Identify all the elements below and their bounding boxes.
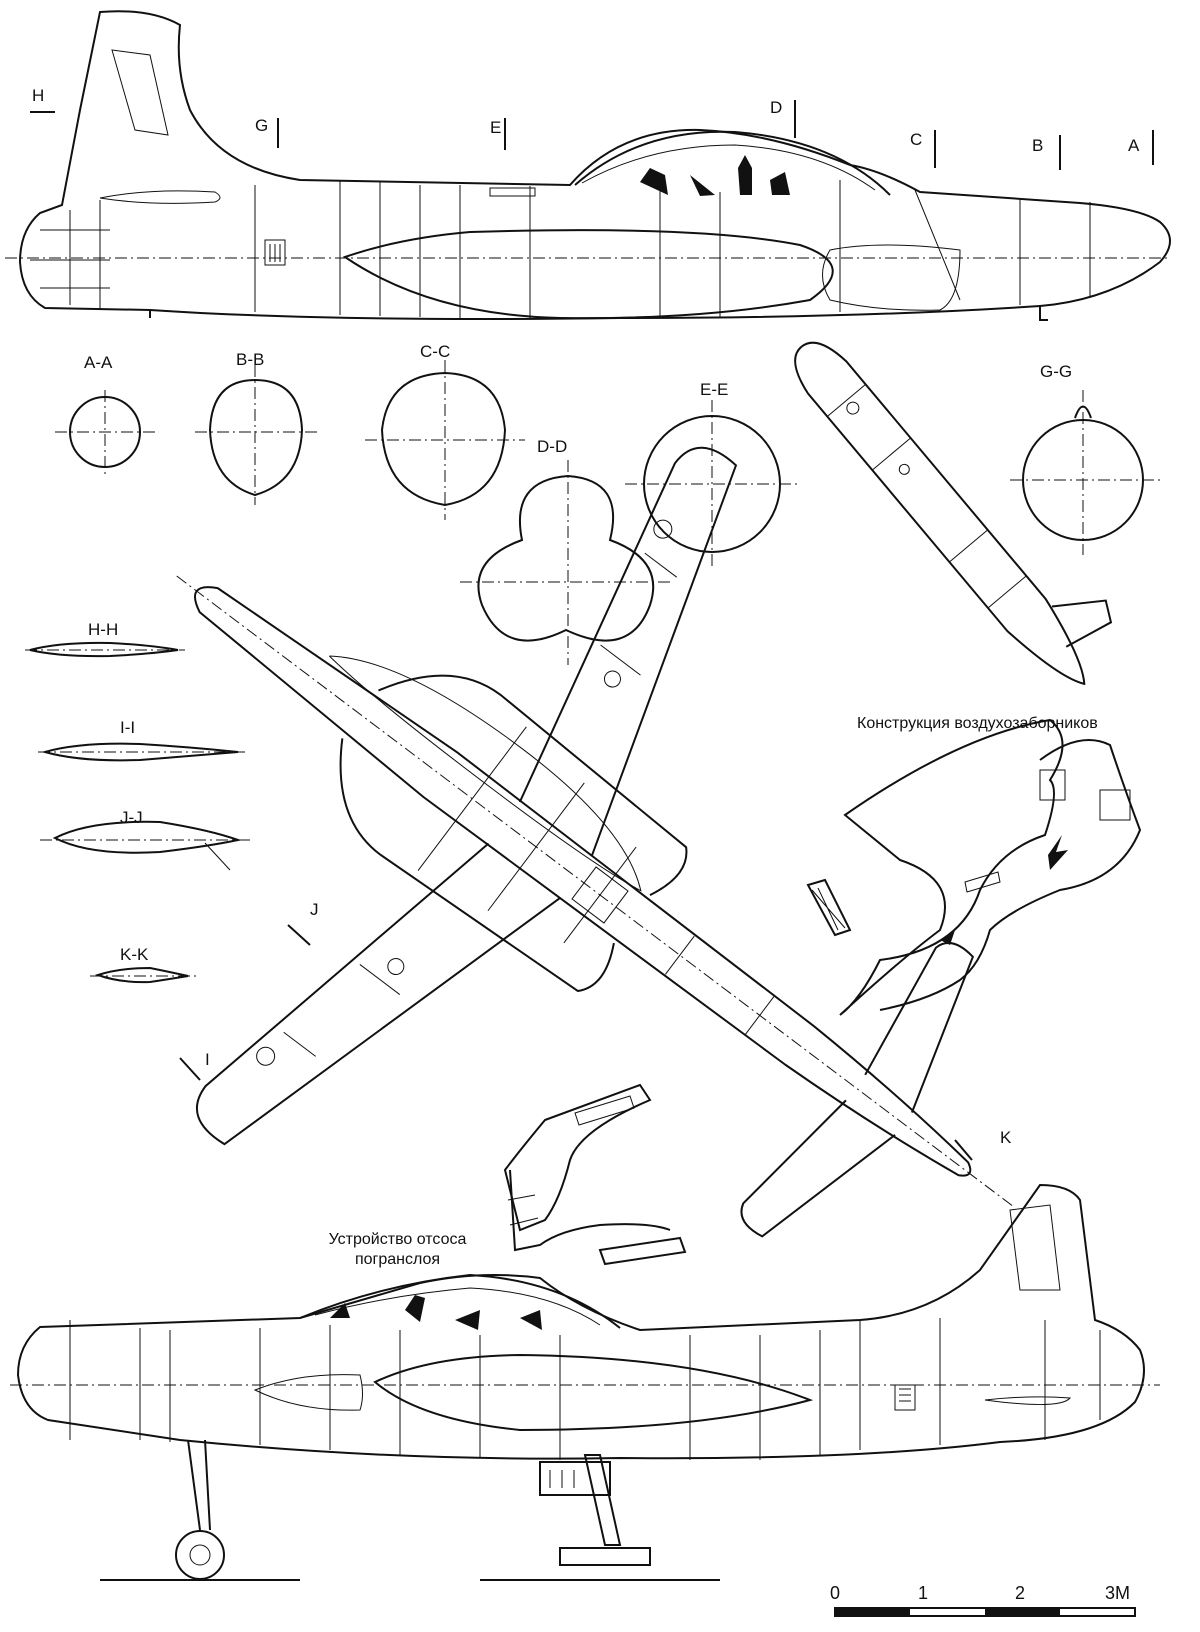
cut-marker-a-label: A [1128, 136, 1140, 155]
intake-detail [806, 718, 1142, 1016]
airfoil-sections [25, 641, 250, 984]
cut-marker-c-label: C [910, 130, 923, 149]
side-view-bottom [10, 1183, 1160, 1581]
section-dd-label: D-D [537, 437, 568, 456]
scale-bar [834, 1607, 1136, 1617]
section-ee-label: E-E [700, 380, 729, 399]
side-view-top [5, 10, 1171, 321]
section-kk-label: K-K [120, 945, 149, 964]
scale-tick-0: 0 [830, 1583, 841, 1603]
scale-tick-2: 2 [1015, 1583, 1026, 1603]
cut-marker-h-label: H [32, 86, 45, 105]
scale-tick-3: 3M [1105, 1583, 1131, 1603]
bleed-detail [503, 1083, 687, 1266]
cut-marker-k-label: K [1000, 1128, 1012, 1147]
cut-marker-i-label: I [205, 1050, 210, 1069]
section-ii-label: I-I [120, 718, 136, 737]
section-jj-label: J-J [120, 808, 143, 827]
cut-marker-b-label: B [1032, 136, 1044, 155]
section-hh-label: H-H [88, 620, 119, 639]
section-gg-label: G-G [1040, 362, 1073, 381]
bleed-caption-line-2: погранслоя [354, 1251, 441, 1268]
section-aa-label: A-A [84, 353, 113, 372]
cut-marker-j-label: J [310, 900, 319, 919]
cut-marker-g-label: G [255, 116, 269, 135]
bleed-caption-line-1: Устройство отсоса [328, 1231, 467, 1248]
bleed-caption: Устройство отсоса погранслоя [310, 1230, 485, 1270]
section-cc-label: C-C [420, 342, 451, 361]
scale-tick-1: 1 [918, 1583, 929, 1603]
section-bb-label: B-B [236, 350, 265, 369]
cut-marker-e-label: E [490, 118, 502, 137]
intake-caption: Конструкция воздухозаборников [857, 715, 1098, 732]
cut-marker-d-label: D [770, 98, 783, 117]
plan-view [176, 446, 1016, 1238]
tip-tank-view [794, 341, 1113, 686]
section-profiles [55, 360, 1160, 665]
